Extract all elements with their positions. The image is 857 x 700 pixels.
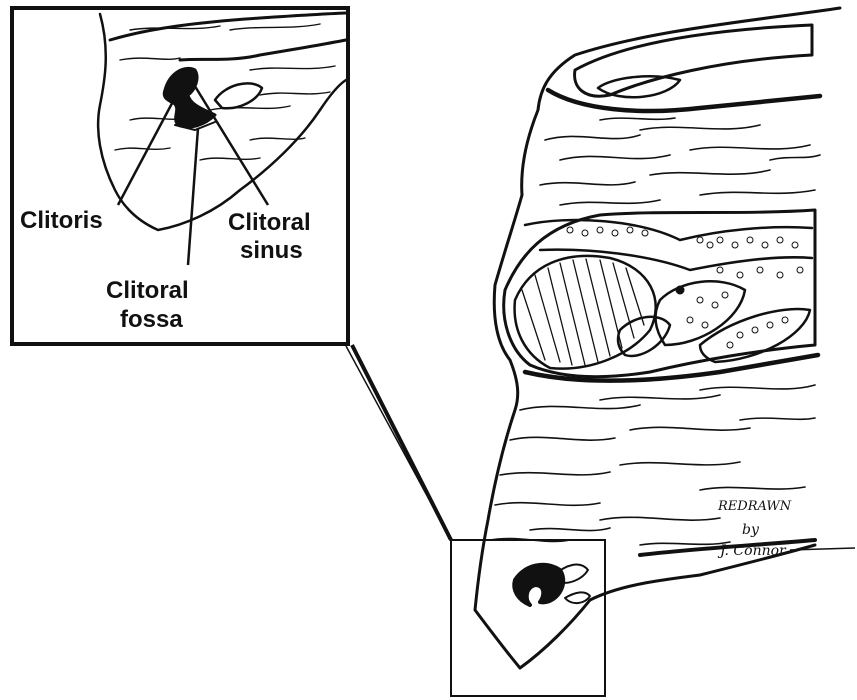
upper-muscle-pocket [598, 76, 680, 97]
upper-fibers [540, 118, 820, 205]
cell-stipple [567, 227, 803, 348]
middle-septum-2 [540, 250, 812, 270]
vessel-dot [676, 286, 684, 294]
signature-line-2: by [742, 522, 760, 538]
locator-box [451, 540, 605, 696]
connector-thin [346, 346, 451, 540]
signature-line-3: J. Connor [717, 543, 787, 559]
label-clitoral-fossa-1: Clitoral [106, 277, 189, 304]
small-lumen-3 [565, 592, 590, 603]
label-clitoral-fossa-2: fossa [120, 306, 183, 333]
small-lumen [514, 565, 563, 605]
oval-muscle-1 [655, 281, 745, 345]
label-clitoral-sinus-1: Clitoral [228, 209, 311, 236]
artist-signature: REDRAWN by J. Connor [717, 499, 855, 559]
zoom-connectors [346, 345, 451, 540]
upper-muscle-band [575, 25, 812, 96]
label-clitoris: Clitoris [20, 207, 103, 234]
connector-thick [352, 345, 451, 540]
middle-muscle-complex [504, 210, 815, 377]
label-clitoral-sinus-2: sinus [240, 237, 303, 264]
oval-muscle-2 [700, 309, 810, 362]
signature-line-1: REDRAWN [717, 499, 792, 514]
striation-lines [522, 259, 644, 365]
lower-fibers [490, 385, 815, 545]
tissue-cross-section [475, 8, 840, 668]
